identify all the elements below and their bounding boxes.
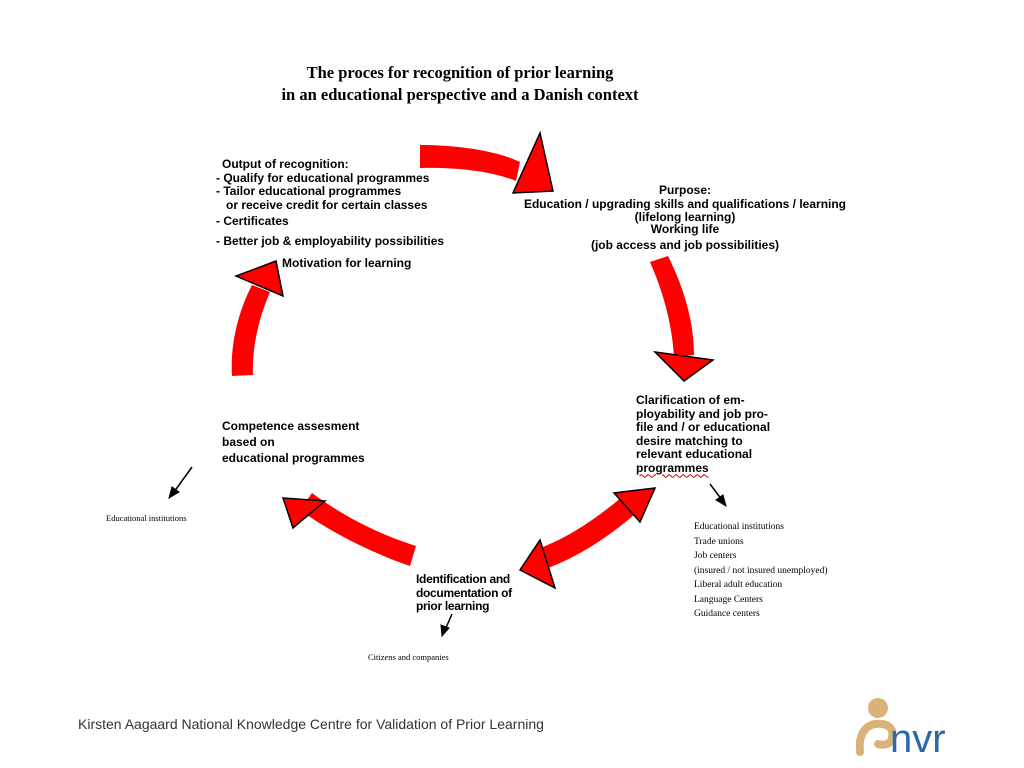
stakeholder-item: Job centers xyxy=(694,551,737,561)
identification-line: Identification and xyxy=(416,572,510,586)
logo-text: nvr xyxy=(890,717,946,756)
competence-line: educational programmes xyxy=(222,451,365,465)
competence-block: Competence assesment based on educationa… xyxy=(222,418,365,466)
purpose-line: Education / upgrading skills and qualifi… xyxy=(523,196,847,211)
arrow-purpose-to-clarification xyxy=(650,256,715,382)
clarification-line: ployability and job pro- xyxy=(636,406,768,421)
title-line-2: in an educational perspective and a Dani… xyxy=(281,85,639,104)
arrow-identification-to-competence xyxy=(281,493,416,566)
clarification-line: file and / or educational xyxy=(636,420,771,434)
educational-institutions-left: Educational institutions xyxy=(106,513,187,523)
pointer-arrows xyxy=(168,466,727,638)
output-item: - Tailor educational programmes xyxy=(216,184,402,198)
purpose-line: (lifelong learning) xyxy=(634,210,736,224)
stakeholder-item: Trade unions xyxy=(694,536,744,547)
clarification-block: Clarification of em- ployability and job… xyxy=(636,393,771,475)
stakeholders-list: Educational institutions Trade unions Jo… xyxy=(694,520,828,622)
output-item: - Better job & employability possibiliti… xyxy=(216,233,445,248)
arrow-clarification-to-identification xyxy=(518,487,657,590)
clarification-line: desire matching to xyxy=(636,433,743,448)
stakeholder-item: (insured / not insured unemployed) xyxy=(694,565,828,576)
clarification-line: Clarification of em- xyxy=(636,393,745,407)
competence-line: based on xyxy=(222,435,275,449)
output-heading: Output of recognition: xyxy=(222,157,349,171)
slide-title: The proces for recognition of prior lear… xyxy=(180,62,740,106)
arrow-competence-to-output xyxy=(231,259,285,376)
output-item: or receive credit for certain classes xyxy=(226,197,428,212)
output-item: - Qualify for educational programmes xyxy=(216,170,430,185)
citizens-label: Citizens and companies xyxy=(368,652,449,662)
stakeholder-item: Educational institutions xyxy=(694,522,784,532)
output-item: - Certificates xyxy=(216,214,289,228)
identification-block: Identification and documentation of prio… xyxy=(416,572,512,614)
stakeholder-item: Liberal adult education xyxy=(694,580,783,590)
output-block: Output of recognition: - Qualify for edu… xyxy=(216,157,445,248)
stakeholder-item: Language Centers xyxy=(694,594,763,605)
purpose-line: (job access and job possibilities) xyxy=(590,238,780,252)
purpose-block: Purpose: Education / upgrading skills an… xyxy=(510,183,860,253)
identification-line: prior learning xyxy=(416,599,490,613)
clarification-line: relevant educational xyxy=(636,447,753,461)
competence-line: Competence assesment xyxy=(222,419,360,433)
purpose-heading: Purpose: xyxy=(658,183,711,197)
arrow-output-to-purpose xyxy=(420,130,554,194)
footer-credit: Kirsten Aagaard National Knowledge Centr… xyxy=(78,716,544,732)
identification-line: documentation of xyxy=(416,585,512,600)
title-line-1: The proces for recognition of prior lear… xyxy=(306,63,614,82)
stakeholder-item: Guidance centers xyxy=(694,609,760,619)
motivation-label: Motivation for learning xyxy=(282,256,412,270)
purpose-line: Working life xyxy=(650,221,720,236)
clarification-line: programmes xyxy=(636,460,709,475)
nvr-logo: nvr xyxy=(856,698,946,756)
